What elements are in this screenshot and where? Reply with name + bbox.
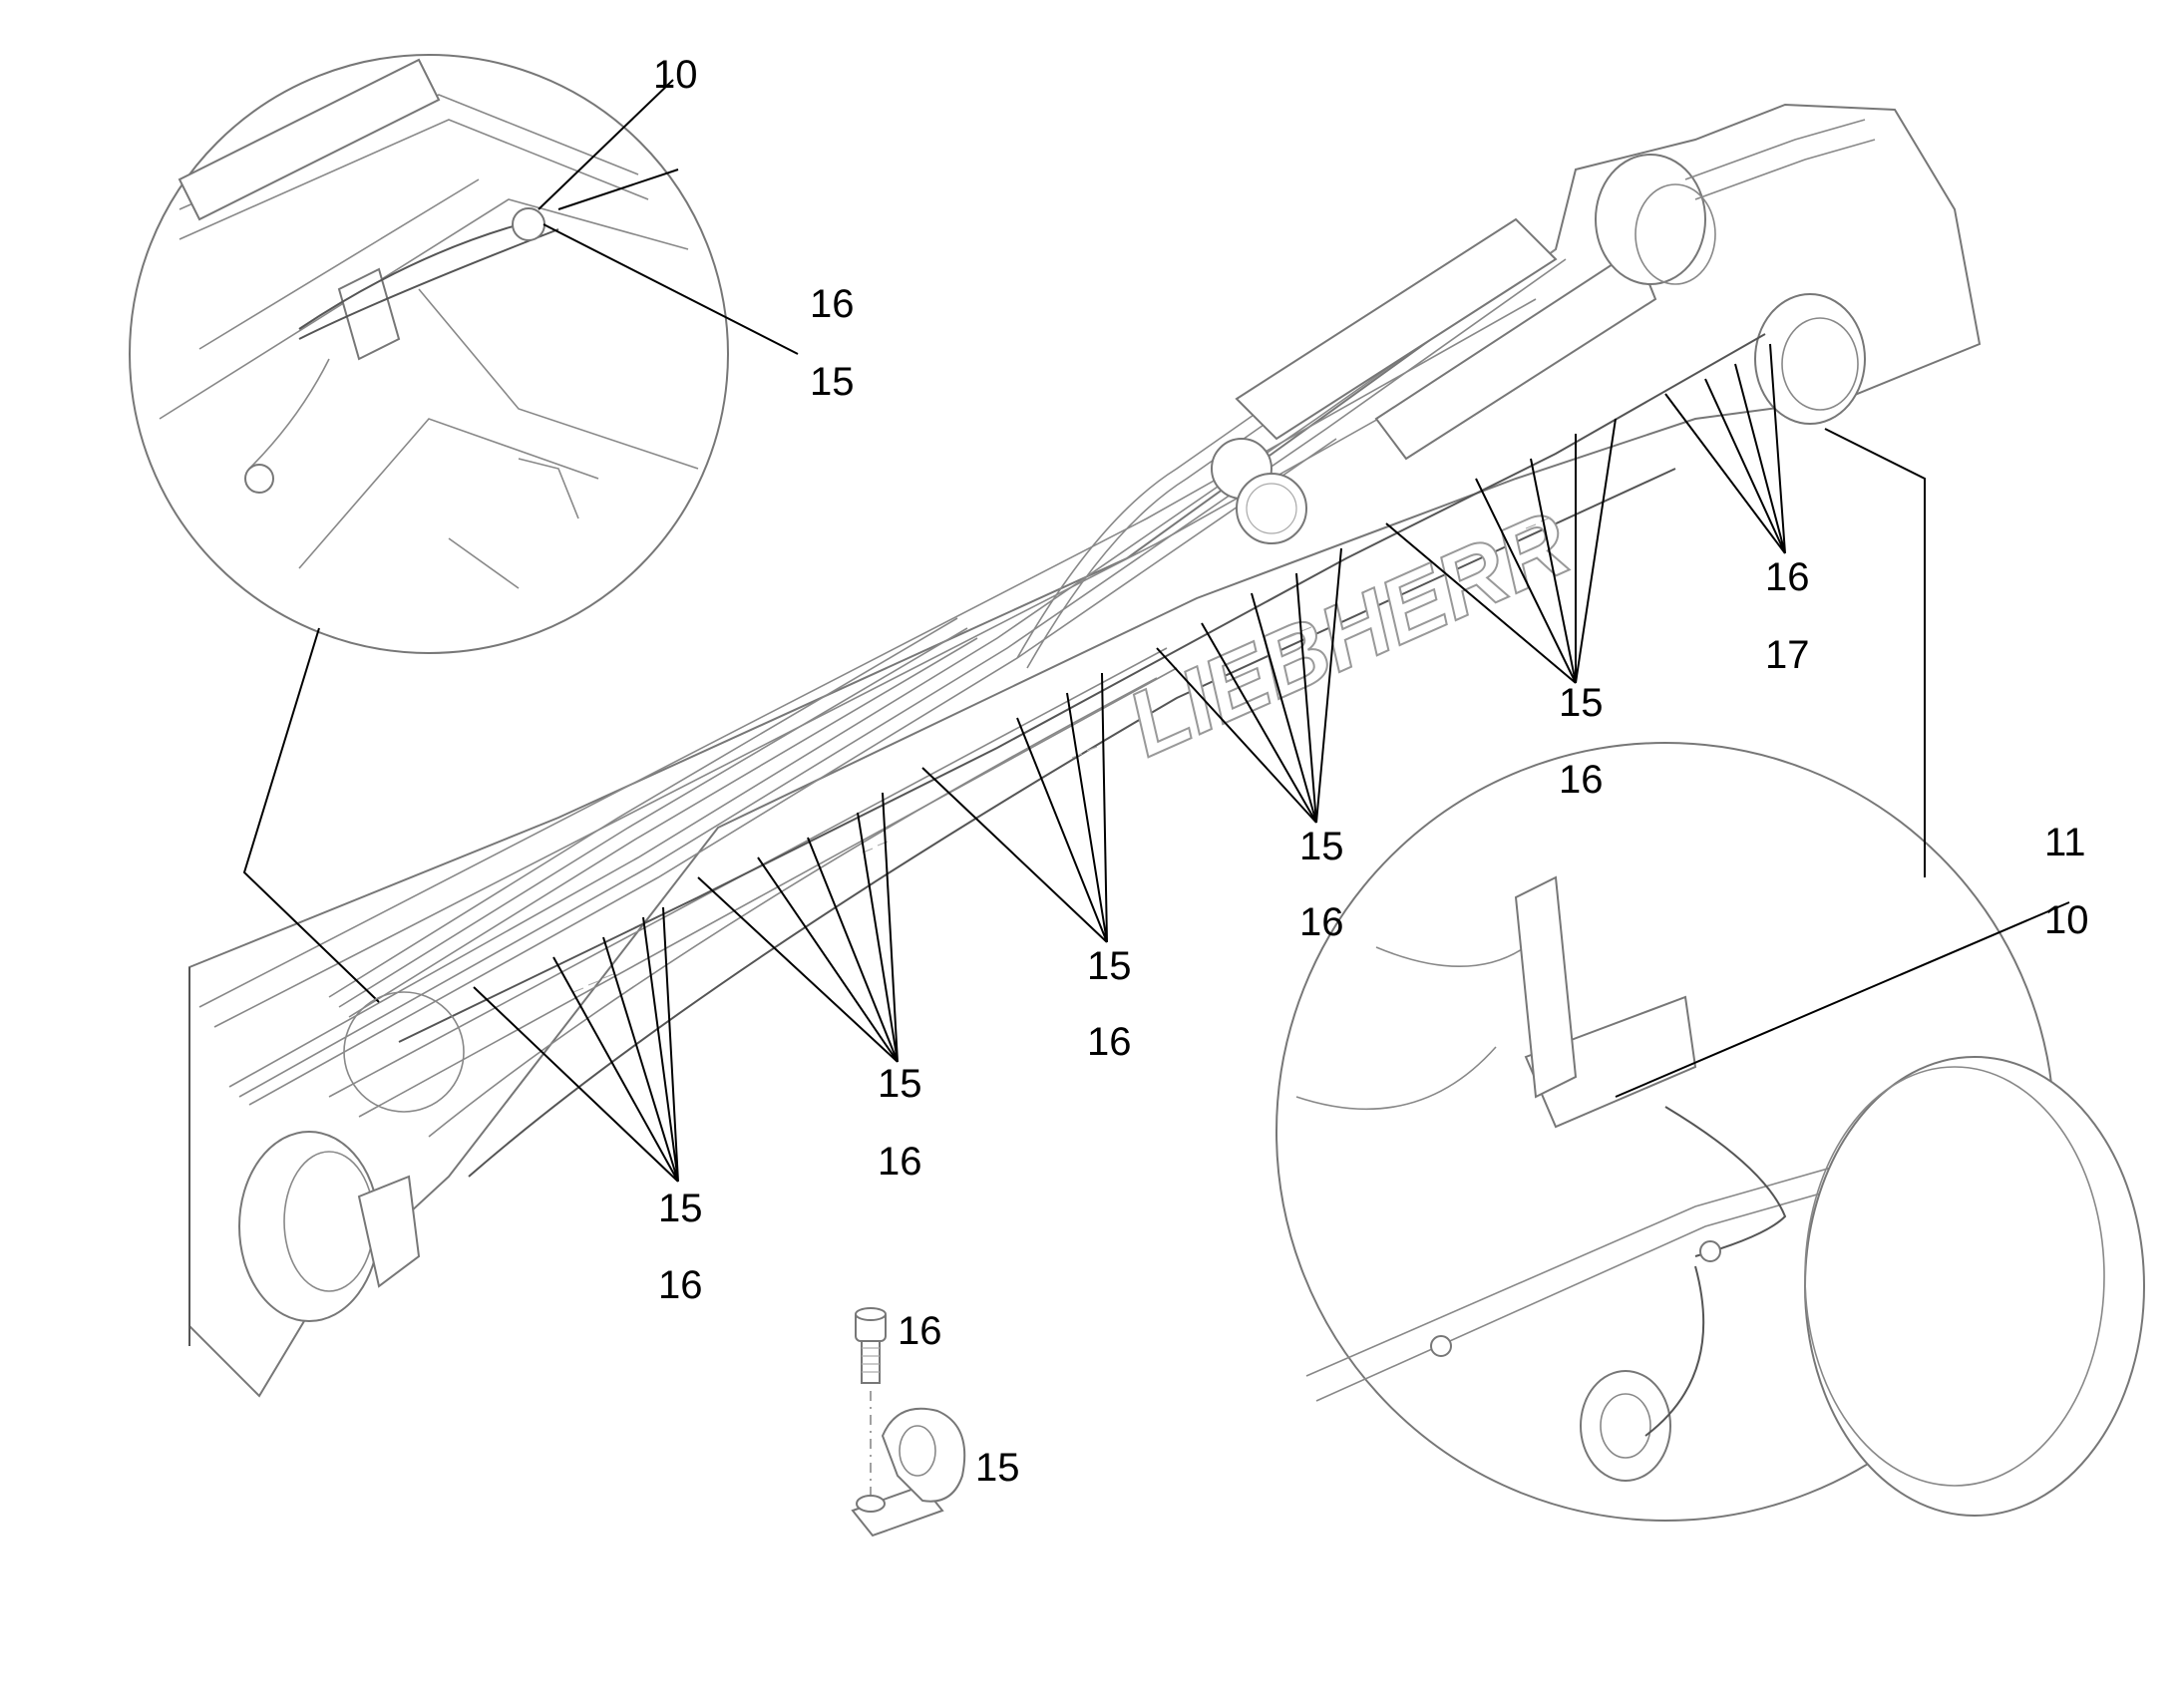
callout-group1-15: 15 xyxy=(658,1187,703,1230)
callout-bottom-11: 11 xyxy=(2044,821,2086,864)
bottom-detail-view xyxy=(1275,428,2145,1522)
callout-screw-16: 16 xyxy=(898,1309,942,1353)
callout-group2-15: 15 xyxy=(878,1062,922,1106)
callout-group4-16: 16 xyxy=(1299,900,1344,944)
callout-group3-16: 16 xyxy=(1087,1020,1132,1064)
cap-screw xyxy=(855,1307,887,1384)
callout-labels: 10 16 15 15 16 15 16 15 16 15 16 15 16 1… xyxy=(653,53,2089,1490)
exploded-fasteners xyxy=(851,1307,966,1537)
p-clamp xyxy=(851,1407,966,1537)
callout-top-10: 10 xyxy=(653,53,698,97)
top-detail-view xyxy=(129,54,799,1113)
callout-group2-16: 16 xyxy=(878,1140,922,1184)
callout-top-16: 16 xyxy=(810,282,855,326)
callout-group4-15: 15 xyxy=(1299,825,1344,868)
callout-group5-15: 15 xyxy=(1559,681,1604,725)
callout-clamp-15: 15 xyxy=(975,1446,1020,1490)
leader-lines xyxy=(473,343,1786,1183)
callout-end-16: 16 xyxy=(1765,555,1810,599)
callout-bottom-10: 10 xyxy=(2044,898,2089,942)
callout-top-15: 15 xyxy=(810,360,855,404)
edge-hatching xyxy=(572,516,1552,993)
callout-group1-16: 16 xyxy=(658,1263,703,1307)
callout-group5-16: 16 xyxy=(1559,758,1604,802)
callout-end-17: 17 xyxy=(1765,633,1810,677)
callout-group3-15: 15 xyxy=(1087,944,1132,988)
